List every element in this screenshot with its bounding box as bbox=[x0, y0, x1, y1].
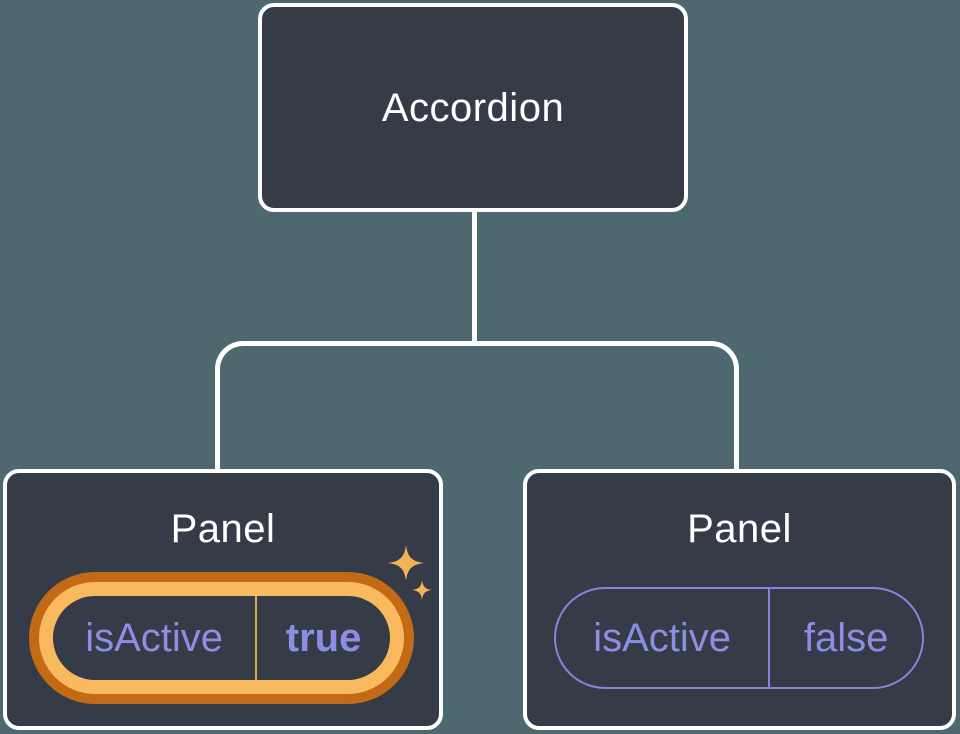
state-pill: isActive false bbox=[554, 587, 924, 689]
sparkle-large-icon bbox=[388, 545, 424, 581]
state-pill: isActive true bbox=[53, 596, 390, 680]
panel-node-label: Panel bbox=[170, 507, 276, 551]
tree-node-panel-inactive: Panel isActive false bbox=[523, 469, 956, 730]
sparkle-small-icon bbox=[412, 580, 432, 600]
state-key-label: isActive bbox=[593, 616, 732, 660]
state-pill-gold-ring: isActive true bbox=[39, 582, 404, 694]
accordion-node-label: Accordion bbox=[381, 85, 565, 130]
connector-branch-bracket bbox=[215, 341, 739, 469]
state-pill-highlight-ring: isActive true bbox=[29, 572, 414, 704]
state-value-label: false bbox=[768, 589, 922, 687]
state-value-label: true bbox=[255, 596, 390, 680]
sparkles-icon bbox=[388, 545, 432, 600]
tree-node-accordion: Accordion bbox=[258, 3, 688, 212]
connector-stem-line bbox=[472, 210, 477, 346]
panel-node-label: Panel bbox=[687, 507, 792, 551]
tree-node-panel-active: Panel isActive true bbox=[3, 469, 443, 730]
state-key-label: isActive bbox=[85, 616, 223, 660]
